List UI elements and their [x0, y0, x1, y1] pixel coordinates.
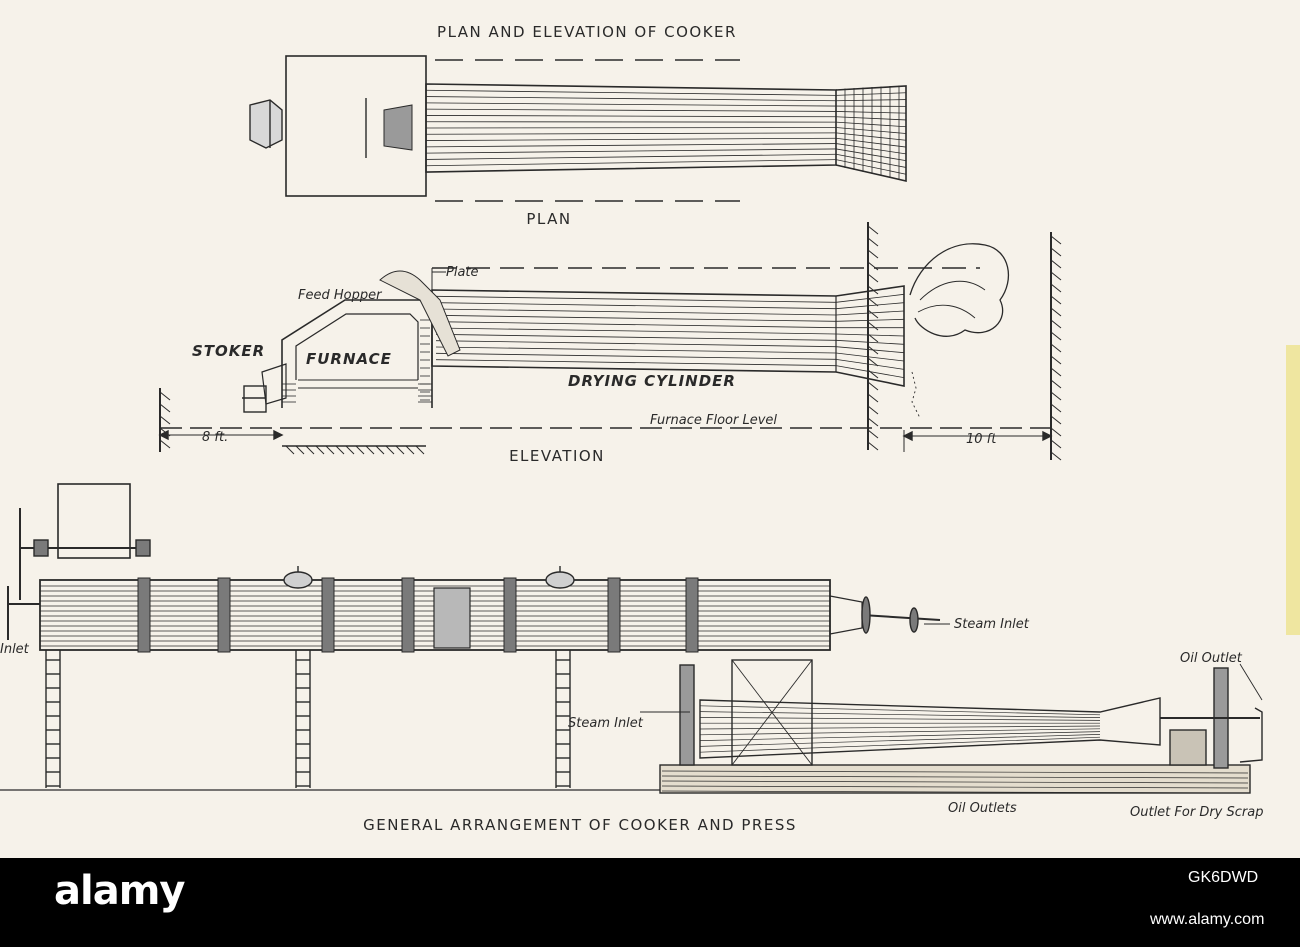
- label-dimension-10ft: 10 ft: [966, 432, 997, 447]
- wall-hatching: [159, 225, 1062, 461]
- plan-cylinder-stripes: [425, 85, 907, 180]
- paper-edge-tint: [1286, 345, 1300, 635]
- cooker-flange-bands: [137, 577, 699, 653]
- label-steam-inlet-middle: Steam Inlet: [568, 716, 644, 731]
- label-dimension-8ft: 8 ft.: [202, 430, 228, 445]
- label-steam-inlet-top: Steam Inlet: [954, 617, 1030, 632]
- site-url: www.alamy.com: [1150, 911, 1265, 928]
- title-general-arrangement: GENERAL ARRANGEMENT OF COOKER AND PRESS: [363, 816, 797, 834]
- title-plan-and-elevation: PLAN AND ELEVATION OF COOKER: [437, 23, 737, 41]
- press-base-wood-grain: [661, 770, 1249, 794]
- plan-view: [249, 55, 907, 202]
- label-furnace: FURNACE: [306, 350, 392, 368]
- label-plate: Plate: [446, 265, 479, 280]
- label-stoker: STOKER: [192, 342, 265, 360]
- ground-hatching: [285, 445, 425, 455]
- general-arrangement-view: [0, 483, 1263, 794]
- watermark-footer: [0, 858, 1300, 947]
- engraving-sheet: PLAN AND ELEVATION OF COOKER PLAN: [0, 0, 1300, 858]
- cooker-support-legs: [45, 650, 571, 788]
- elevation-view: [158, 222, 1062, 461]
- label-furnace-floor-level: Furnace Floor Level: [650, 413, 777, 428]
- label-plan: PLAN: [526, 210, 571, 228]
- label-inlet: Inlet: [0, 642, 30, 657]
- press-barrel-stripes: [699, 705, 1101, 753]
- label-elevation: ELEVATION: [509, 447, 605, 465]
- label-oil-outlets: Oil Outlets: [948, 801, 1017, 816]
- alamy-logo: alamy: [54, 868, 185, 914]
- furnace-brickwork: [282, 319, 432, 403]
- inspection-valve-right: [545, 566, 575, 589]
- label-drying-cylinder: DRYING CYLINDER: [568, 372, 736, 390]
- label-oil-outlet: Oil Outlet: [1180, 651, 1243, 666]
- drying-cylinder-texture: [435, 293, 905, 379]
- label-outlet-dry-scrap: Outlet For Dry Scrap: [1130, 805, 1263, 820]
- image-id: GK6DWD: [1188, 869, 1259, 886]
- label-feed-hopper: Feed Hopper: [298, 288, 383, 303]
- technical-drawing: PLAN AND ELEVATION OF COOKER PLAN: [0, 23, 1263, 834]
- inspection-valve-left: [283, 566, 313, 589]
